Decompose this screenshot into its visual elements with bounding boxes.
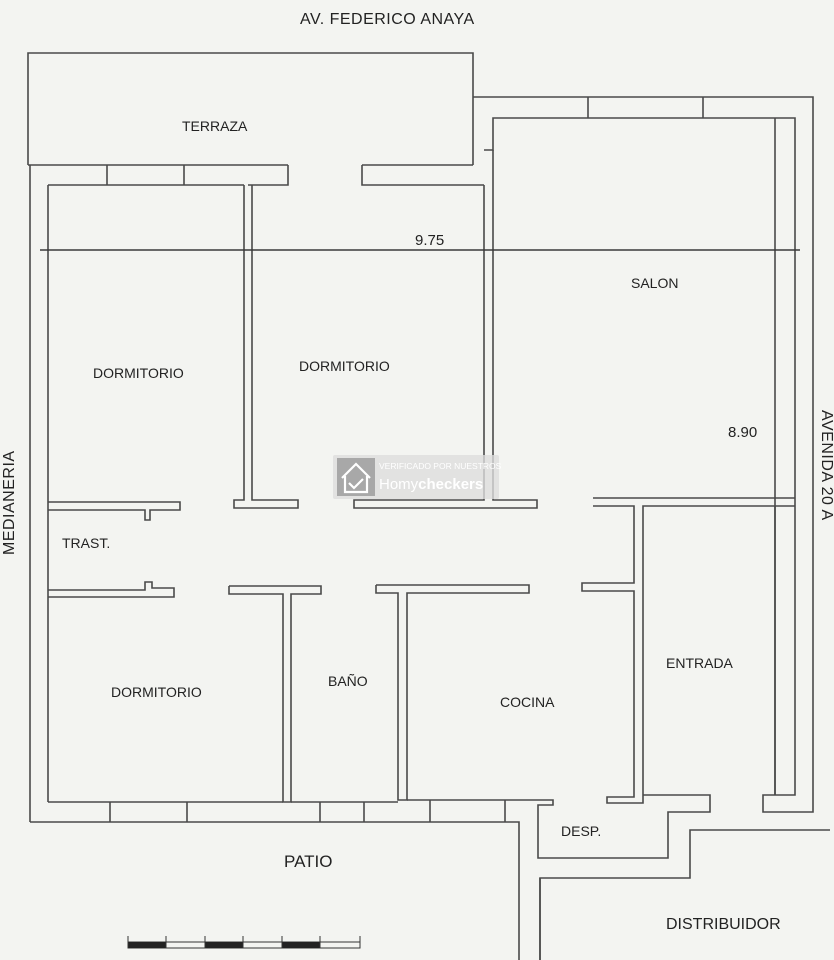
street-label-right: AVENIDA 20 A (818, 410, 834, 521)
watermark-brand: Homycheckers (379, 476, 483, 493)
terrace-door-jamb-left (248, 165, 289, 186)
terrace-door-jamb-right (361, 165, 484, 186)
depth-dimension-label: 8.90 (728, 424, 757, 441)
room-label-terraza: TERRAZA (182, 118, 248, 134)
room-label-salon: SALON (631, 275, 678, 291)
scale-bar (127, 936, 361, 949)
terrace-wall (27, 52, 474, 165)
room-label-distribuidor: DISTRIBUIDOR (666, 916, 781, 933)
distributor-wall (539, 829, 830, 960)
trast-bottom-wall (48, 581, 175, 598)
rear-wall-kitchen (407, 794, 711, 859)
width-dimension-label: 9.75 (415, 232, 444, 249)
bed1-bottom-wall (48, 501, 181, 521)
room-label-dormitorio-2: DORMITORIO (299, 358, 390, 374)
room-label-desp: DESP. (561, 823, 601, 839)
room-label-bano: BAÑO (328, 673, 368, 689)
room-label-dormitorio-1: DORMITORIO (93, 365, 184, 381)
salon-outer-wall (473, 96, 814, 813)
room-label-trast: TRAST. (62, 535, 110, 551)
partition-bed2-salon (353, 150, 538, 509)
room-label-entrada: ENTRADA (666, 655, 734, 671)
room-label-dormitorio-3: DORMITORIO (111, 684, 202, 700)
watermark-brand-bold: checkers (418, 476, 483, 493)
salon-bottom-wall-2 (581, 505, 795, 804)
house-check-icon (337, 458, 375, 496)
kitchen-top-wall (375, 584, 530, 801)
rear-wall (30, 821, 520, 960)
street-label-top: AV. FEDERICO ANAYA (300, 11, 475, 28)
bed3-top-wall (228, 585, 322, 803)
partition-bed1-bed2 (233, 185, 299, 509)
walls (27, 52, 830, 960)
street-label-left: MEDIANERIA (1, 450, 18, 555)
room-label-cocina: COCINA (500, 694, 555, 710)
room-label-patio: PATIO (284, 852, 333, 871)
watermark: VERIFICADO POR NUESTROS Homycheckers (333, 455, 502, 499)
watermark-tagline: VERIFICADO POR NUESTROS (379, 461, 502, 471)
watermark-brand-plain: Homy (379, 476, 419, 493)
